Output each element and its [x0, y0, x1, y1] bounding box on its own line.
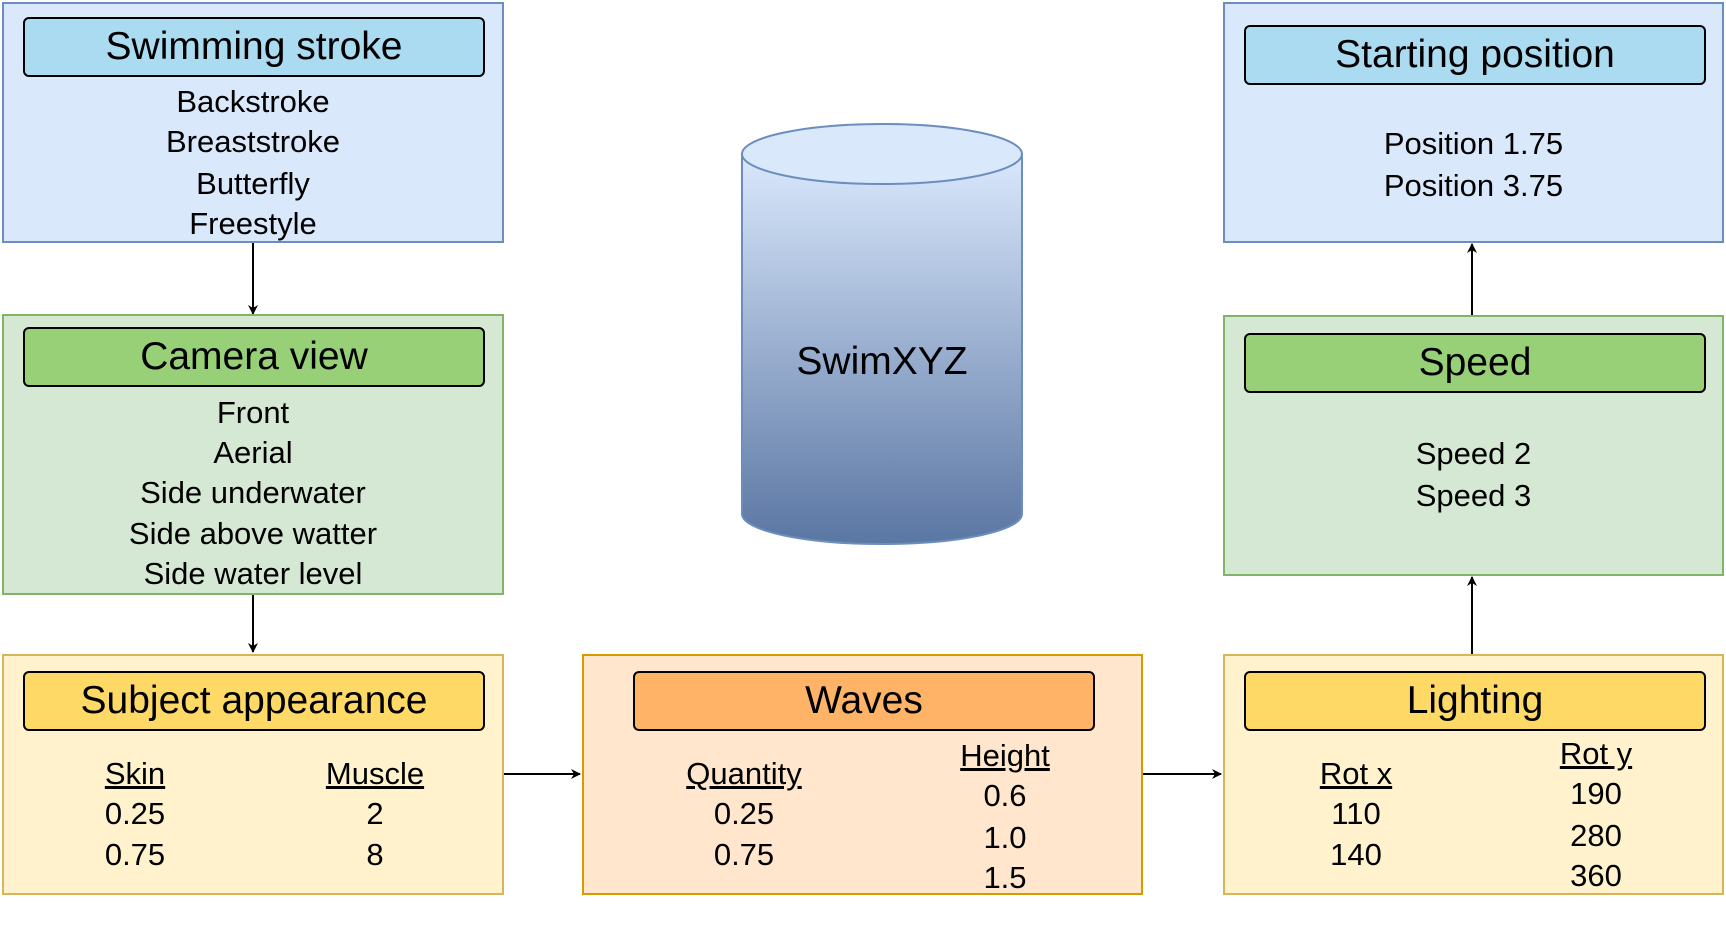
- height-value: 1.0: [983, 820, 1027, 855]
- muscle-header: Muscle: [325, 756, 425, 791]
- skin-value: 0.25: [104, 796, 166, 831]
- starting-position-box: Starting position Position 1.75 Position…: [1223, 2, 1724, 243]
- height-value: 0.6: [983, 778, 1027, 813]
- swimming-stroke-box: Swimming stroke Backstroke Breaststroke …: [2, 2, 504, 243]
- swimming-stroke-header: Swimming stroke: [23, 17, 485, 77]
- lighting-box: Lighting Rot x 110 140 Rot y 190 280 360: [1223, 654, 1724, 895]
- muscle-value: 8: [366, 837, 384, 872]
- rot-y-header: Rot y: [1559, 736, 1633, 771]
- camera-item: Side water level: [143, 556, 363, 591]
- database-label: SwimXYZ: [796, 340, 968, 383]
- camera-item: Side above watter: [128, 516, 378, 551]
- height-header: Height: [960, 738, 1050, 773]
- speed-box: Speed Speed 2 Speed 3: [1223, 315, 1724, 576]
- skin-header: Skin: [104, 756, 166, 791]
- waves-box: Waves Quantity 0.25 0.75 Height 0.6 1.0 …: [582, 654, 1143, 895]
- camera-item: Side underwater: [140, 475, 366, 510]
- height-value: 1.5: [983, 860, 1027, 895]
- quantity-value: 0.25: [713, 796, 775, 831]
- position-item: Position 1.75: [1383, 126, 1564, 161]
- skin-value: 0.75: [104, 837, 166, 872]
- quantity-value: 0.75: [713, 837, 775, 872]
- starting-position-header: Starting position: [1244, 25, 1706, 85]
- rot-y-value: 280: [1570, 818, 1622, 853]
- rot-y-value: 360: [1570, 858, 1622, 893]
- muscle-value: 2: [366, 796, 384, 831]
- stroke-item: Freestyle: [189, 206, 317, 241]
- database-cylinder: [741, 123, 1023, 545]
- camera-item: Front: [216, 395, 290, 430]
- rot-x-header: Rot x: [1319, 756, 1393, 791]
- stroke-item: Backstroke: [176, 84, 330, 119]
- rot-y-value: 190: [1570, 776, 1622, 811]
- subject-appearance-header: Subject appearance: [23, 671, 485, 731]
- camera-view-header: Camera view: [23, 327, 485, 387]
- camera-view-box: Camera view Front Aerial Side underwater…: [2, 314, 504, 595]
- position-item: Position 3.75: [1383, 168, 1564, 203]
- camera-item: Aerial: [213, 435, 293, 470]
- speed-header: Speed: [1244, 333, 1706, 393]
- rot-x-value: 110: [1331, 796, 1381, 831]
- waves-header: Waves: [633, 671, 1095, 731]
- stroke-item: Breaststroke: [165, 124, 340, 159]
- quantity-header: Quantity: [686, 756, 802, 791]
- speed-item: Speed 2: [1415, 436, 1532, 471]
- subject-appearance-box: Subject appearance Skin 0.25 0.75 Muscle…: [2, 654, 504, 895]
- stroke-item: Butterfly: [196, 166, 310, 201]
- lighting-header: Lighting: [1244, 671, 1706, 731]
- speed-item: Speed 3: [1415, 478, 1532, 513]
- rot-x-value: 140: [1330, 837, 1382, 872]
